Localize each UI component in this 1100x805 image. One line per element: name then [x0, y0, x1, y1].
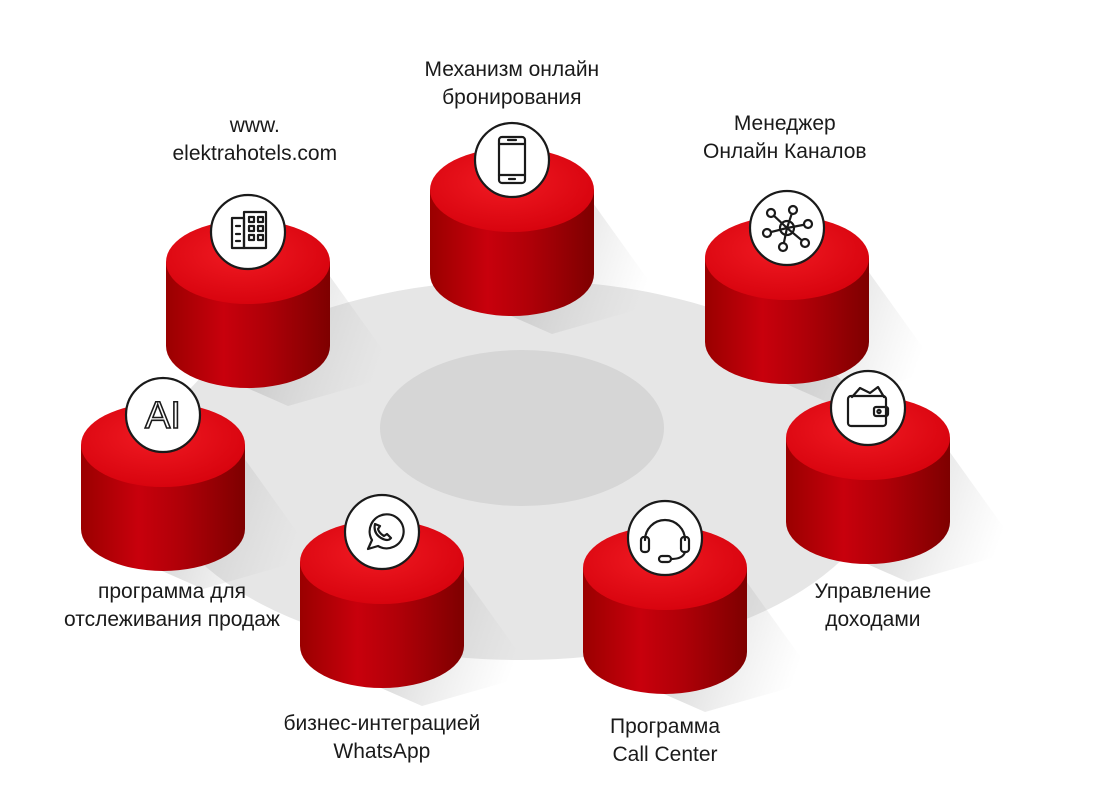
label-website: www. elektrahotels.com	[173, 112, 338, 168]
headset-icon	[639, 518, 691, 564]
whatsapp-icon	[366, 513, 405, 551]
cylinder-channel-manager	[705, 189, 869, 384]
cylinder-booking-engine	[430, 121, 594, 316]
label-line: WhatsApp	[333, 740, 431, 763]
building-icon	[230, 210, 268, 250]
cylinder-revenue-management	[786, 369, 950, 564]
icon-circle	[124, 376, 202, 454]
label-line: www.	[229, 114, 280, 137]
wallet-icon	[846, 385, 890, 428]
cylinder-sales-tracking: AI	[81, 376, 245, 571]
icon-circle	[626, 499, 704, 577]
label-line: Программа	[610, 715, 721, 738]
label-line: Управление	[814, 580, 932, 603]
ai-icon: AI	[144, 394, 182, 438]
label-booking-engine: Механизм онлайн бронирования	[425, 56, 600, 112]
smartphone-icon	[497, 135, 527, 185]
label-sales-tracking: программа для отслеживания продаж	[64, 578, 280, 634]
platform-center	[380, 350, 664, 506]
label-line: Онлайн Каналов	[703, 140, 867, 163]
icon-circle	[209, 193, 287, 271]
cylinder-call-center	[583, 499, 747, 694]
icon-circle	[829, 369, 907, 447]
icon-circle	[343, 493, 421, 571]
label-line: доходами	[825, 608, 921, 631]
cylinder-website	[166, 193, 330, 388]
label-line: elektrahotels.com	[172, 142, 338, 165]
label-line: бизнес-интеграцией	[283, 712, 481, 735]
cylinders: AI	[81, 121, 950, 694]
icon-circle	[473, 121, 551, 199]
label-line: отслеживания продаж	[64, 608, 280, 631]
label-line: Механизм онлайн	[424, 58, 600, 81]
label-line: Call Center	[612, 743, 718, 766]
label-revenue-management: Управление доходами	[815, 578, 932, 634]
cylinder-whatsapp	[300, 493, 464, 688]
ai-icon-text: AI	[145, 395, 181, 437]
label-line: Менеджер	[733, 112, 836, 135]
label-line: программа для	[97, 580, 246, 603]
label-line: бронирования	[442, 86, 582, 109]
network-icon	[761, 204, 814, 253]
